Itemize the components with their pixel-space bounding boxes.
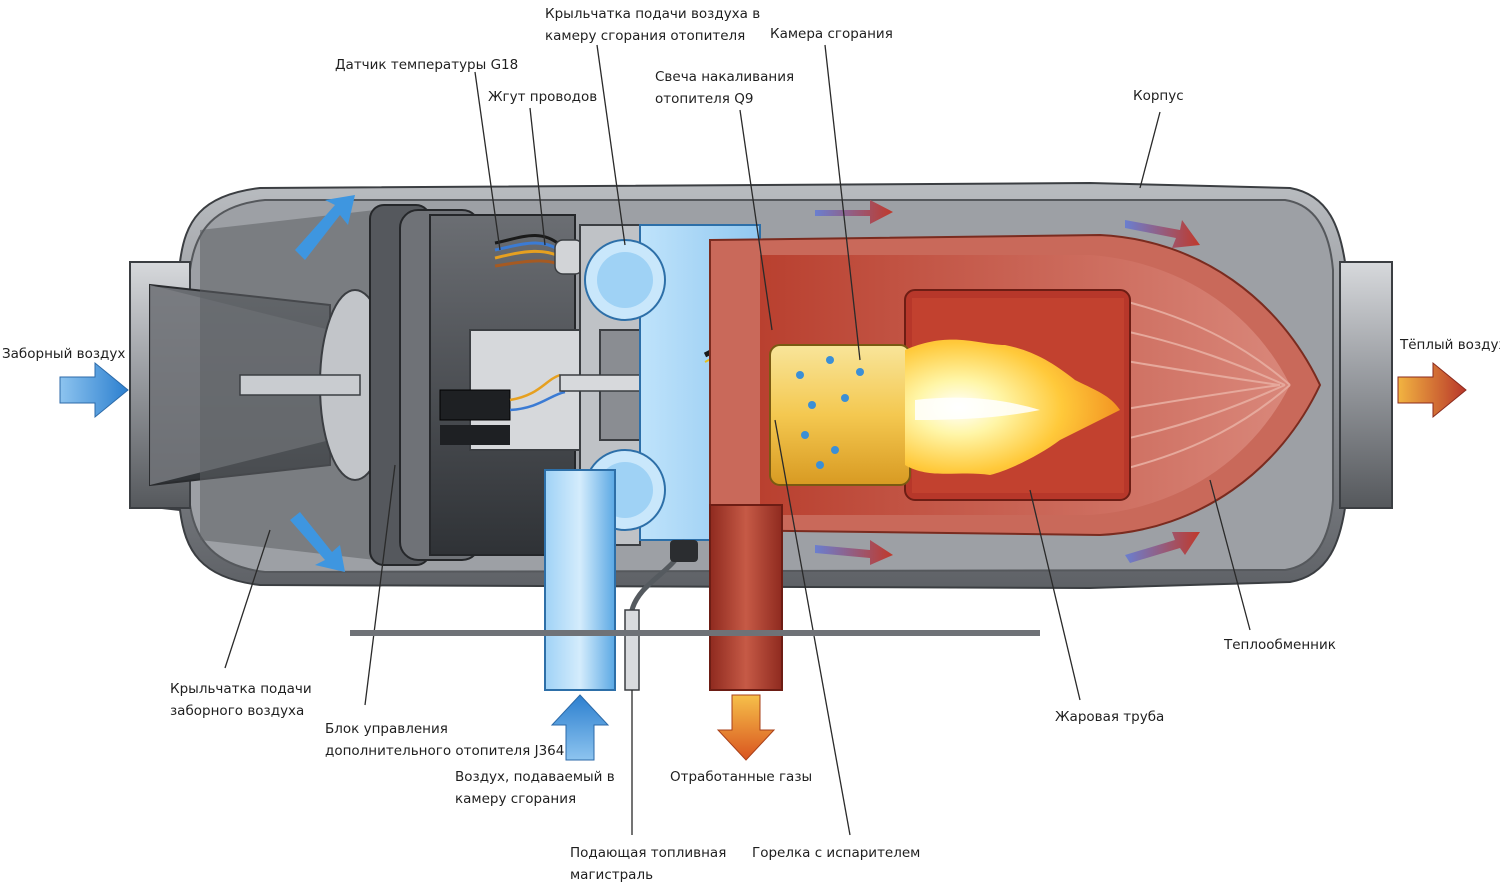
internal-flow-arrows [290,195,1200,572]
label-combustion-chamber: Камера сгорания [770,26,893,42]
label-exhaust: Отработанные газы [670,769,813,785]
label-combustion-fan: Крыльчатка подачи воздуха в камеру сгора… [545,6,761,44]
label-wiring-harness: Жгут проводов [488,89,598,105]
burner-evaporator [769,344,911,486]
intake-air-arrow [59,361,129,419]
label-intake-air: Заборный воздух [2,346,126,362]
leader-lines [224,44,1251,836]
label-flame-tube: Жаровая труба [1055,709,1165,725]
label-housing: Корпус [1133,88,1184,104]
label-warm-air: Тёплый воздух [1400,337,1500,353]
warm-air-arrow [1397,361,1467,419]
label-glow-plug: Свеча накаливания отопителя Q9 [655,69,795,107]
flame [905,339,1120,475]
label-burner: Горелка с испарителем [752,845,921,861]
label-air-fan: Крыльчатка подачи заборного воздуха [170,681,312,719]
label-temp-sensor: Датчик температуры G18 [335,57,519,73]
label-heat-exchanger: Теплообменник [1224,637,1336,653]
exhaust-arrow [716,694,776,761]
label-control-unit: Блок управления дополнительного отопител… [325,721,565,759]
combustion-air-arrow [550,694,610,761]
label-combustion-air: Воздух, подаваемый в камеру сгорания [455,769,615,807]
label-fuel-line: Подающая топливная магистраль [570,845,727,883]
